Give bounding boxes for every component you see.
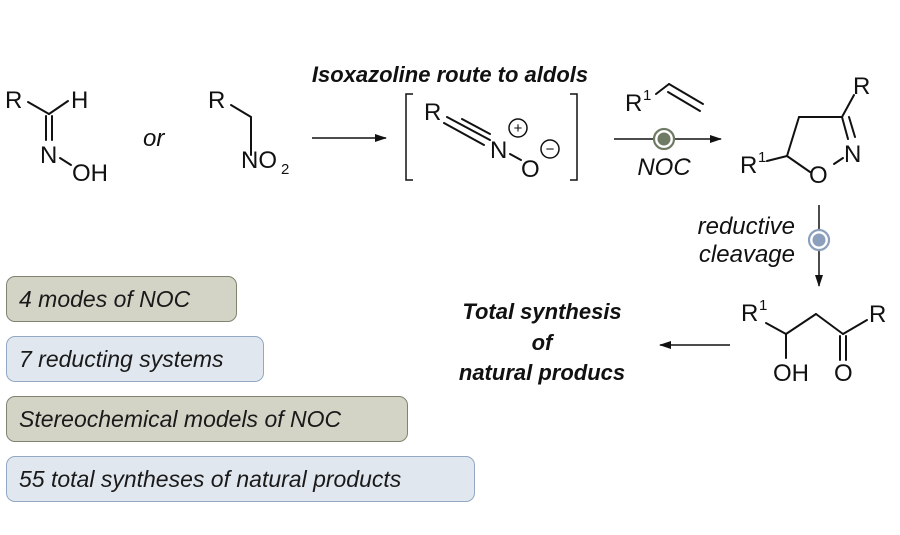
atom-oh: OH: [773, 360, 809, 387]
noc-marker-dot: [657, 132, 671, 146]
atom-no2: NO: [241, 147, 277, 174]
atom-r: R: [869, 301, 886, 328]
atom-oh: OH: [72, 160, 108, 187]
reductive-label: reductive: [698, 213, 795, 240]
summary-box-label: 7 reducting systems: [19, 345, 224, 372]
atom-r: R: [208, 87, 225, 114]
atom-o: O: [834, 360, 853, 387]
atom-r1: R: [741, 300, 758, 327]
plus-sign: +: [514, 120, 523, 137]
minus-sign: −: [546, 141, 555, 158]
atom-h: H: [71, 87, 88, 114]
product-label-line-2: of: [532, 330, 555, 355]
noc-label: NOC: [637, 154, 691, 181]
nitroalkane-structure: R NO 2: [208, 87, 289, 178]
atom-o: O: [809, 162, 828, 189]
atom-n: N: [844, 141, 861, 168]
noc-step: NOC: [614, 127, 722, 181]
atom-r: R: [853, 73, 870, 100]
isoxazoline-structure: R N O R 1: [740, 73, 870, 189]
atom-r: R: [5, 87, 22, 114]
left-bracket: [405, 93, 413, 181]
summary-box-noc-modes: 4 modes of NOC: [6, 276, 237, 322]
atom-r1-superscript: 1: [759, 297, 767, 314]
atom-r1-superscript: 1: [758, 149, 766, 166]
or-label: or: [143, 125, 165, 152]
atom-no2-subscript: 2: [281, 161, 289, 178]
product-label-line-1: Total synthesis: [462, 299, 621, 324]
summary-box-reducing-systems: 7 reducting systems: [6, 336, 264, 382]
atom-r: R: [424, 99, 441, 126]
atom-r1: R: [740, 152, 757, 179]
summary-box-stereochemical-models: Stereochemical models of NOC: [6, 396, 408, 442]
summary-box-total-syntheses: 55 total syntheses of natural products: [6, 456, 475, 502]
negative-charge-icon: [540, 139, 560, 159]
reductive-cleavage-step: reductive cleavage: [698, 205, 831, 287]
atom-n: N: [490, 137, 507, 164]
scheme-title: Isoxazoline route to aldols: [312, 62, 588, 87]
atom-n: N: [40, 142, 57, 169]
atom-r-superscript: 1: [643, 87, 651, 104]
cleavage-marker-dot: [812, 233, 826, 247]
summary-box-label: 4 modes of NOC: [19, 285, 191, 312]
aldol-structure: R 1 R OH O: [741, 297, 886, 387]
right-bracket: [570, 93, 578, 181]
summary-box-label: Stereochemical models of NOC: [19, 405, 342, 432]
alkene-reagent: R 1: [625, 83, 704, 117]
cleavage-label: cleavage: [699, 241, 795, 268]
atom-o: O: [521, 156, 540, 183]
oxime-structure: R H N OH: [5, 87, 108, 187]
nitrile-oxide-structure: R N + O −: [405, 93, 578, 183]
atom-r: R: [625, 90, 642, 117]
total-synthesis-label: Total synthesis of natural producs: [459, 299, 625, 385]
positive-charge-icon: [508, 118, 528, 138]
summary-box-label: 55 total syntheses of natural products: [19, 465, 402, 492]
product-label-line-3: natural producs: [459, 360, 625, 385]
